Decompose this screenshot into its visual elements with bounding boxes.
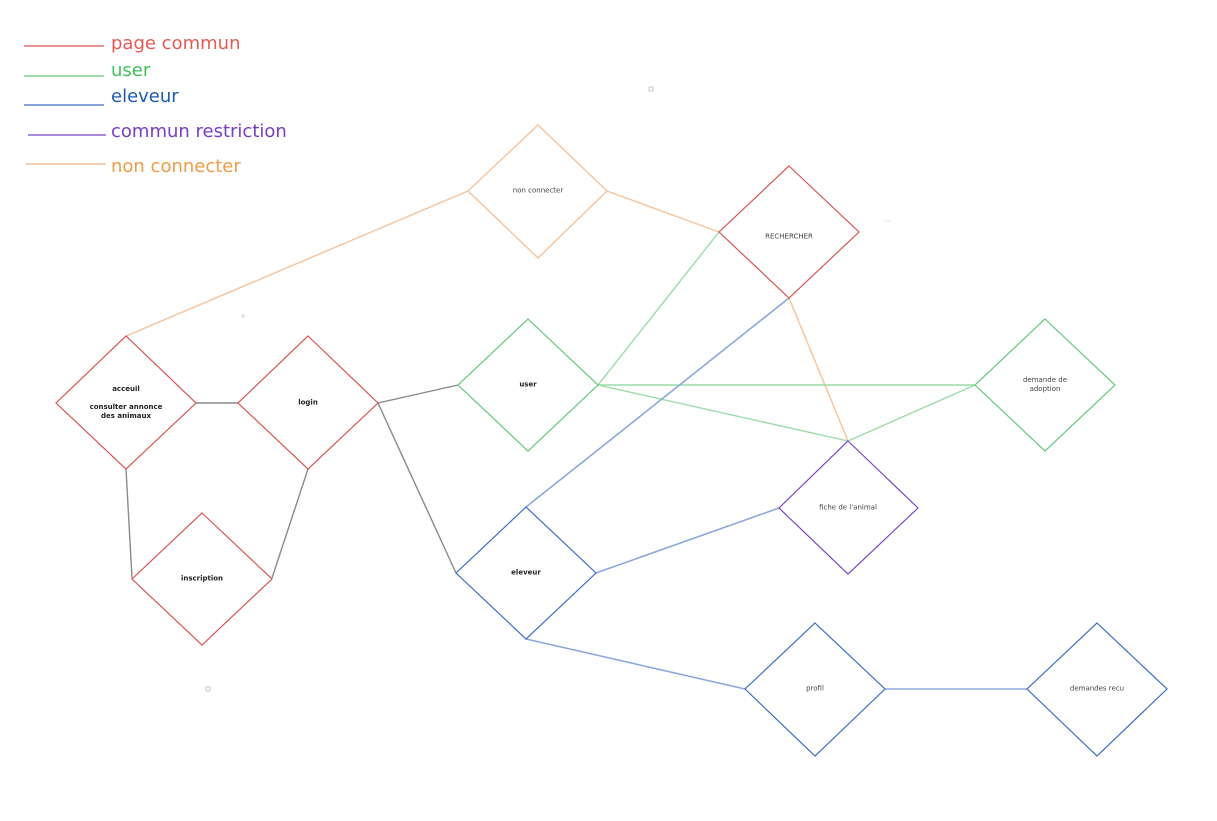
node-label-eleveur: eleveur [511, 568, 541, 577]
node-acceuil-diamond [55, 335, 197, 470]
node-fiche-animal-diamond [778, 440, 919, 575]
stray-marker [241, 314, 245, 318]
stray-marker [648, 86, 654, 92]
node-non-connecter-diamond [466, 124, 609, 259]
node-label-demande-adoption: demande de adoption [1022, 376, 1068, 393]
node-label-fiche-animal: fiche de l'animal [819, 503, 877, 512]
node-user-diamond [457, 318, 599, 452]
node-label-rechercher: RECHERCHER [765, 232, 813, 241]
edge-eleveur-rechercher [525, 297, 790, 508]
edge-acceuil-inscription [125, 468, 133, 579]
edge-login-inscription [271, 468, 309, 579]
node-profil-diamond [744, 622, 886, 757]
node-label-inscription: inscription [180, 574, 224, 583]
legend-label-eleveur: eleveur [111, 86, 179, 107]
edge-login-eleveur [377, 402, 457, 574]
node-label-login: login [298, 398, 318, 407]
node-label-non-connecter: non connecter [512, 186, 564, 195]
node-demandes-recu-diamond [1026, 622, 1168, 757]
node-label-profil: profil [806, 684, 824, 693]
node-rechercher-diamond [718, 165, 860, 299]
node-label-demandes-recu: demandes recu [1069, 684, 1125, 693]
edge-rechercher-fiche [788, 297, 849, 442]
legend-label-page-commun: page commun [111, 33, 241, 54]
stray-marker [205, 686, 211, 692]
edge-user-fiche [597, 384, 849, 442]
legend-label-user: user [111, 60, 151, 81]
edge-login-user [377, 384, 459, 404]
node-login-diamond [237, 335, 379, 470]
node-label-user: user [519, 380, 537, 389]
edge-eleveur-profil [525, 638, 746, 690]
edge-fiche-demande [847, 384, 976, 442]
node-label-acceuil: acceuil consulter annonce des animaux [89, 385, 163, 420]
legend-label-commun-restriction: commun restriction [111, 121, 287, 142]
edge-eleveur-fiche [595, 507, 780, 574]
edge-acceuil-nonconnecter [125, 190, 469, 337]
edge-user-rechercher [597, 231, 720, 386]
node-eleveur-diamond [455, 506, 597, 640]
edge-nonconnecter-rechercher [606, 190, 720, 233]
node-demande-adoption-diamond [974, 318, 1116, 452]
node-inscription-diamond [131, 512, 273, 646]
legend-label-non-connecter: non connecter [111, 156, 241, 177]
